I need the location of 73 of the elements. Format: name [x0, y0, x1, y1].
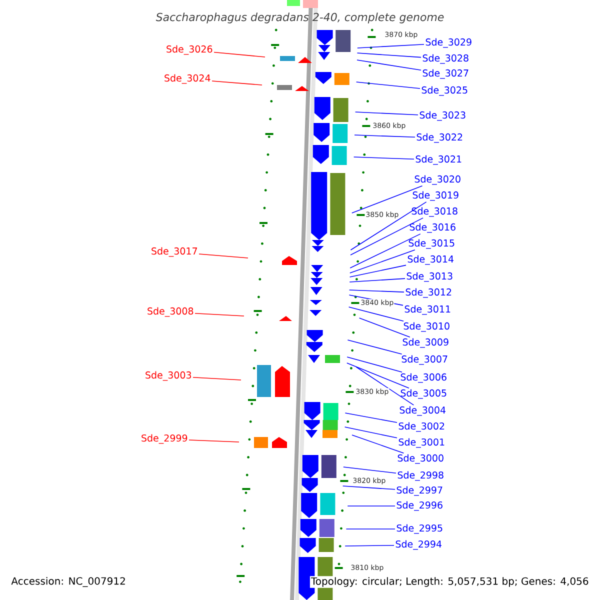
gene-label: Sde_3012 — [406, 288, 452, 298]
gene-label: Sde_3025 — [422, 86, 468, 96]
gene-label: Sde_3029 — [426, 38, 472, 48]
gene-label: Sde_2994 — [396, 540, 442, 550]
leader-line — [342, 486, 396, 490]
gene-label: Sde_3024 — [164, 74, 210, 84]
leader-line — [344, 412, 398, 423]
leader-line — [349, 278, 406, 282]
gene-label: Sde_2995 — [396, 524, 442, 534]
title: Saccharophagus degradans 2-40, complete genome — [156, 12, 444, 24]
gene-label: Sde_3019 — [412, 191, 458, 201]
gene-label: Sde_2997 — [396, 486, 442, 496]
gene-label: Sde_3016 — [410, 223, 456, 233]
leader-line — [357, 44, 424, 48]
leader-line — [347, 340, 402, 354]
leader-line — [343, 466, 396, 474]
gene-label: Sde_3008 — [148, 307, 194, 317]
leader-line — [352, 186, 423, 214]
gene-label: Sde_3000 — [398, 454, 444, 464]
gene-label: Sde_3026 — [166, 45, 212, 55]
gene-label: Sde_3017 — [152, 247, 197, 257]
leader-line — [188, 440, 240, 442]
gene-label: Sde_3028 — [422, 54, 468, 64]
gene-label: Sde_3006 — [400, 373, 446, 383]
gene-label: Sde_3010 — [404, 322, 450, 332]
gene-label: Sde_3020 — [414, 175, 460, 185]
leader-line — [349, 264, 406, 278]
gene-label: Sde_3022 — [416, 133, 462, 143]
leader-line — [353, 156, 414, 160]
leader-line — [346, 356, 402, 372]
leader-line — [350, 250, 416, 274]
leader-line — [346, 528, 396, 530]
gene-label: Sde_3013 — [406, 272, 452, 282]
leader-line — [356, 82, 420, 89]
leader-line — [346, 362, 410, 388]
leader-line — [350, 218, 424, 256]
gene-label: Sde_3003 — [146, 371, 192, 381]
gene-label: Sde_2996 — [396, 501, 442, 511]
leader-line — [194, 312, 244, 316]
gene-label: Sde_3005 — [400, 389, 446, 399]
leader-line — [356, 52, 422, 58]
leader-line — [354, 112, 418, 116]
gene-label: Sde_3001 — [398, 438, 444, 448]
gene-label: Sde_3007 — [402, 355, 448, 365]
gene-label: Sde_2998 — [398, 471, 444, 481]
gene-label: Sde_3002 — [398, 422, 444, 432]
footer-text: Accession: NC_007912 — [10, 576, 127, 588]
leader-line — [348, 290, 404, 292]
leader-line — [212, 80, 262, 86]
leader-line — [358, 318, 410, 338]
footer-text: Topology: circular; Length: 5,057,531 bp; Genes: 4,056 — [310, 576, 590, 588]
leader-line — [350, 202, 427, 250]
leader-line — [356, 60, 422, 71]
leader-line — [192, 376, 242, 380]
leader-line — [356, 366, 414, 406]
gene-label: Sde_2999 — [142, 434, 188, 444]
leader-line — [348, 306, 404, 322]
gene-label: Sde_3018 — [412, 207, 458, 217]
gene-label: Sde_3027 — [422, 69, 468, 79]
leader-line — [344, 426, 398, 438]
gene-label: Sde_3011 — [404, 305, 450, 315]
gene-label: Sde_3021 — [416, 155, 462, 165]
leader-line — [350, 234, 421, 268]
leader-line — [198, 254, 248, 258]
leader-line — [214, 52, 266, 58]
gene-label: Sde_3023 — [420, 111, 466, 121]
gene-label: Sde_3014 — [408, 255, 454, 265]
gene-label: Sde_3015 — [408, 239, 454, 249]
leader-line — [352, 434, 404, 454]
leader-line — [344, 544, 394, 546]
gene-label: Sde_3004 — [400, 406, 446, 416]
leader-line — [354, 134, 416, 138]
gene-label: Sde_3009 — [402, 338, 448, 348]
